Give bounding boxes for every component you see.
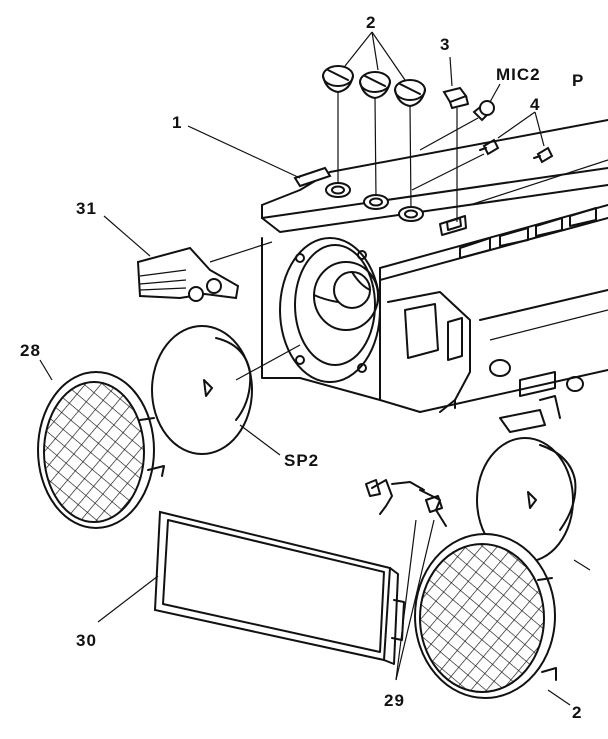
- panel-part: [97, 510, 405, 665]
- knob-part: [322, 65, 354, 185]
- microphone-part: [419, 83, 501, 151]
- label-grill-left: 28: [20, 341, 41, 360]
- label-p: P: [572, 71, 584, 90]
- spring-part: [365, 479, 447, 681]
- knob-part: [359, 71, 391, 199]
- screw-part: [411, 111, 536, 191]
- lever-part: [103, 215, 273, 302]
- leader-line: [344, 31, 406, 81]
- knob-part: [394, 79, 426, 211]
- switch-cap-part: [442, 56, 469, 222]
- label-screws: 4: [530, 95, 540, 114]
- cabinet-part: [261, 119, 608, 433]
- label-switch-cap: 3: [440, 35, 450, 54]
- cabinet-speaker-ring: [279, 237, 381, 383]
- grill-part: [414, 533, 571, 706]
- speaker-part: [151, 325, 301, 456]
- leader-line: [187, 125, 301, 179]
- label-panel: 30: [76, 631, 97, 650]
- label-knobs: 2: [366, 13, 376, 32]
- speaker-part: [476, 437, 591, 571]
- grill-part: [37, 359, 165, 529]
- label-lever: 31: [76, 199, 97, 218]
- label-mic: MIC2: [496, 65, 541, 84]
- label-speaker: SP2: [284, 451, 319, 470]
- label-grill-right: 2: [572, 703, 582, 722]
- label-spring: 29: [384, 691, 405, 710]
- label-cabinet: 1: [172, 113, 182, 132]
- screw-part: [533, 111, 554, 164]
